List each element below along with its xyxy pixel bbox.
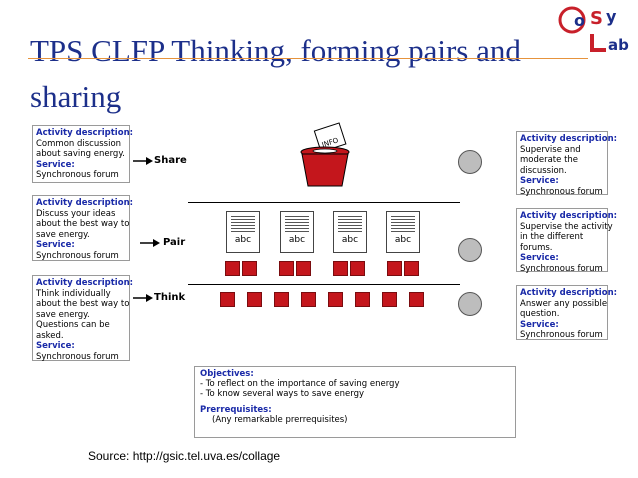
right-box-pair: Activity description: Supervise the acti… bbox=[516, 208, 618, 274]
box-line: moderate the bbox=[520, 155, 579, 165]
box-line: Questions can be bbox=[36, 320, 110, 330]
think-square-icon bbox=[220, 292, 235, 307]
svg-text:S: S bbox=[590, 8, 603, 29]
document-label: abc bbox=[288, 235, 306, 245]
svg-text:y: y bbox=[606, 7, 617, 26]
box-line: in the different bbox=[520, 232, 584, 242]
cosylab-logo: o S y ab bbox=[558, 6, 629, 54]
teacher-circle-icon bbox=[458, 238, 482, 262]
box-line: Common discussion bbox=[36, 138, 122, 149]
box-line: save energy. bbox=[36, 229, 90, 240]
think-square-icon bbox=[301, 292, 316, 307]
box-line: forums. bbox=[520, 242, 553, 253]
document-icon: abc bbox=[386, 211, 420, 253]
row-label-think: Think bbox=[154, 292, 186, 303]
left-box-think: Activity description: Think individually… bbox=[32, 275, 134, 362]
pair-square-icon bbox=[387, 261, 402, 276]
box-label: Activity description: bbox=[36, 198, 134, 208]
divider-top bbox=[188, 202, 460, 203]
box-line: about the best way to bbox=[36, 299, 130, 309]
objective-item: - To know several ways to save energy bbox=[200, 389, 365, 399]
service-label: Service: bbox=[36, 240, 75, 250]
box-line: discussion. bbox=[520, 165, 567, 176]
box-line: Think individually bbox=[36, 288, 111, 299]
think-square-icon bbox=[328, 292, 343, 307]
left-box-share: Activity description: Common discussion … bbox=[32, 125, 134, 183]
service-label: Service: bbox=[36, 341, 75, 351]
box-line: question. bbox=[520, 309, 560, 319]
teacher-circle-icon bbox=[458, 292, 482, 316]
service-label: Service: bbox=[36, 159, 75, 170]
left-box-pair: Activity description: Discuss your ideas… bbox=[32, 195, 134, 261]
box-line: save energy. bbox=[36, 309, 90, 320]
slide-title: TPS CLFP Thinking, forming pairs and sha… bbox=[30, 33, 521, 114]
document-icon: abc bbox=[333, 211, 367, 253]
arrow-pair-icon bbox=[140, 239, 160, 247]
svg-text:o: o bbox=[574, 11, 585, 30]
pair-square-icon bbox=[350, 261, 365, 276]
service-value: Synchronous forum bbox=[36, 250, 119, 261]
service-label: Service: bbox=[520, 176, 559, 186]
service-label: Service: bbox=[520, 253, 559, 263]
think-square-icon bbox=[382, 292, 397, 307]
pair-square-icon bbox=[225, 261, 240, 276]
pair-square-icon bbox=[296, 261, 311, 276]
row-label-pair: Pair bbox=[163, 237, 186, 248]
objectives-box: Objectives: - To reflect on the importan… bbox=[194, 366, 516, 438]
document-label: abc bbox=[394, 235, 412, 245]
box-label: Activity description: bbox=[36, 128, 134, 138]
objectives-label: Objectives: bbox=[200, 369, 254, 379]
think-square-icon bbox=[355, 292, 370, 307]
title-underline bbox=[28, 58, 588, 59]
pair-square-icon bbox=[242, 261, 257, 276]
box-label: Activity description: bbox=[520, 134, 618, 144]
svg-text:ab: ab bbox=[608, 36, 629, 54]
box-line: Discuss your ideas bbox=[36, 208, 116, 219]
service-value: Synchronous forum bbox=[520, 263, 603, 274]
box-label: Activity description: bbox=[520, 211, 618, 221]
box-line: asked. bbox=[36, 330, 64, 341]
think-square-icon bbox=[409, 292, 424, 307]
think-square-icon bbox=[247, 292, 262, 307]
box-line: Supervise the activity bbox=[520, 221, 613, 232]
pair-square-icon bbox=[404, 261, 419, 276]
box-line: Supervise and bbox=[520, 144, 581, 155]
right-box-share: Activity description: Supervise and mode… bbox=[516, 131, 618, 197]
service-value: Synchronous forum bbox=[520, 186, 603, 197]
document-label: abc bbox=[234, 235, 252, 245]
divider-bottom bbox=[188, 284, 460, 285]
pair-square-icon bbox=[333, 261, 348, 276]
objective-item: - To reflect on the importance of saving… bbox=[200, 379, 400, 389]
box-label: Activity description: bbox=[520, 288, 618, 298]
arrow-think-icon bbox=[133, 294, 153, 302]
arrow-share-icon bbox=[133, 157, 153, 165]
document-icon: abc bbox=[226, 211, 260, 253]
ballot-box-icon: INFO bbox=[300, 122, 350, 187]
box-line: about the best way to bbox=[36, 219, 130, 229]
row-label-share: Share bbox=[154, 155, 187, 166]
source-caption: Source: http://gsic.tel.uva.es/collage bbox=[88, 449, 281, 463]
service-label: Service: bbox=[520, 319, 559, 330]
service-value: Synchronous forum bbox=[36, 170, 119, 180]
think-square-icon bbox=[274, 292, 289, 307]
document-label: abc bbox=[341, 235, 359, 245]
box-label: Activity description: bbox=[36, 278, 134, 288]
prerequisites-label: Prerrequisites: bbox=[200, 405, 272, 415]
document-icon: abc bbox=[280, 211, 314, 253]
teacher-circle-icon bbox=[458, 150, 482, 174]
service-value: Synchronous forum bbox=[36, 351, 119, 362]
prerequisites-value: (Any remarkable prerrequisites) bbox=[212, 415, 348, 425]
box-line: about saving energy. bbox=[36, 149, 125, 159]
pair-square-icon bbox=[279, 261, 294, 276]
service-value: Synchronous forum bbox=[520, 330, 603, 340]
box-line: Answer any possible bbox=[520, 298, 608, 309]
right-box-think: Activity description: Answer any possibl… bbox=[516, 285, 618, 340]
